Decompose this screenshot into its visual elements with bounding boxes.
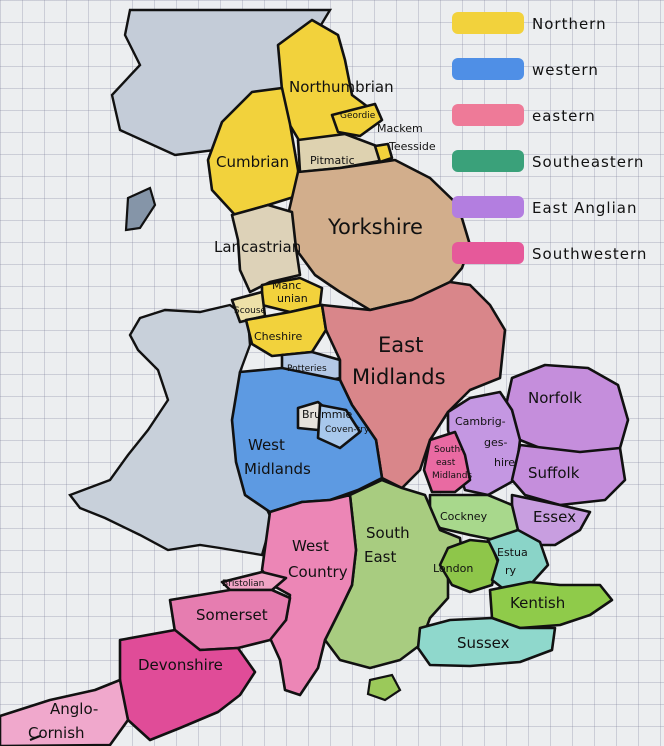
label-mancunian-b: unian bbox=[277, 292, 308, 305]
label-west-midlands-2: Midlands bbox=[244, 460, 311, 478]
label-essex: Essex bbox=[533, 508, 576, 526]
region-south-east-midlands bbox=[422, 430, 472, 494]
label-west-country-1: West bbox=[292, 537, 329, 555]
label-cambridgeshire-1: Cambrig- bbox=[455, 415, 506, 428]
label-anglo-cornish-2: Cornish bbox=[28, 724, 85, 742]
label-south-east-2: East bbox=[364, 548, 396, 566]
legend-swatch bbox=[452, 242, 524, 264]
label-mancunian-a: Manc bbox=[272, 279, 301, 292]
region-bristolian bbox=[220, 570, 288, 592]
label-south-east-midlands-3: Midlands bbox=[432, 471, 472, 481]
label-cockney: Cockney bbox=[440, 510, 488, 523]
scilly-dots bbox=[29, 734, 41, 742]
legend-label: Southwestern bbox=[532, 245, 647, 263]
region-cheshire bbox=[244, 303, 328, 358]
legend-swatch bbox=[452, 196, 524, 218]
label-west-country-2: Country bbox=[288, 563, 348, 581]
label-mackem: Mackem bbox=[377, 122, 423, 135]
region-sussex bbox=[416, 616, 557, 668]
legend-label: western bbox=[532, 61, 599, 79]
label-estuary-1: Estua bbox=[497, 546, 528, 559]
label-yorkshire: Yorkshire bbox=[327, 215, 423, 239]
isle-of-man bbox=[124, 186, 157, 232]
label-pitmatic: Pitmatic bbox=[310, 154, 355, 167]
region-teesside bbox=[373, 142, 394, 164]
label-suffolk: Suffolk bbox=[528, 464, 580, 482]
label-kentish: Kentish bbox=[510, 594, 565, 612]
region-lancastrian bbox=[230, 203, 302, 294]
region-west-midlands bbox=[230, 366, 384, 514]
region-london bbox=[438, 538, 500, 594]
label-south-east-midlands-1: South- bbox=[434, 445, 463, 455]
region-norfolk bbox=[503, 363, 630, 457]
label-sussex: Sussex bbox=[457, 634, 510, 652]
label-south-east-1: South bbox=[366, 524, 410, 542]
legend-label: East Anglian bbox=[532, 199, 637, 217]
label-coventry: Coven-try bbox=[325, 425, 370, 435]
label-cambridgeshire-2: ges- bbox=[484, 436, 507, 449]
region-coventry bbox=[316, 403, 362, 450]
legend-label: Southeastern bbox=[532, 153, 644, 171]
region-west-country bbox=[260, 493, 358, 697]
legend-swatch bbox=[452, 150, 524, 172]
label-northumbrian: Northumbrian bbox=[289, 78, 394, 96]
label-anglo-cornish-1: Anglo- bbox=[50, 700, 98, 718]
label-lancastrian: Lancastrian bbox=[214, 238, 301, 256]
label-cumbrian: Cumbrian bbox=[216, 153, 289, 171]
label-bristolian: Bristolian bbox=[222, 579, 264, 589]
label-london: London bbox=[433, 562, 473, 575]
label-geordie: Geordie bbox=[340, 111, 376, 121]
label-somerset: Somerset bbox=[196, 606, 268, 624]
label-devonshire: Devonshire bbox=[138, 656, 223, 674]
legend-swatch bbox=[452, 12, 524, 34]
legend-swatch bbox=[452, 58, 524, 80]
legend-label: Northern bbox=[532, 15, 607, 33]
legend-swatch bbox=[452, 104, 524, 126]
label-brummie: Brummie bbox=[302, 408, 353, 421]
region-labels: Northumbrian Geordie Mackem Teesside Pit… bbox=[28, 78, 582, 742]
legend-label: eastern bbox=[532, 107, 596, 125]
region-suffolk bbox=[510, 443, 627, 507]
region-geordie bbox=[330, 102, 384, 138]
label-potteries: Potteries bbox=[287, 364, 327, 374]
isle-of-wight bbox=[366, 673, 402, 702]
label-cambridgeshire-3: hire bbox=[494, 456, 515, 469]
label-east-midlands-2: Midlands bbox=[352, 365, 446, 389]
label-west-midlands-1: West bbox=[248, 436, 285, 454]
label-scouse: Scouse bbox=[234, 306, 267, 316]
label-teesside: Teesside bbox=[388, 140, 436, 153]
label-south-east-midlands-2: east bbox=[436, 458, 456, 468]
label-east-midlands-1: East bbox=[378, 333, 423, 357]
label-cheshire: Cheshire bbox=[254, 330, 302, 343]
label-norfolk: Norfolk bbox=[528, 389, 582, 407]
label-estuary-2: ry bbox=[505, 564, 517, 577]
